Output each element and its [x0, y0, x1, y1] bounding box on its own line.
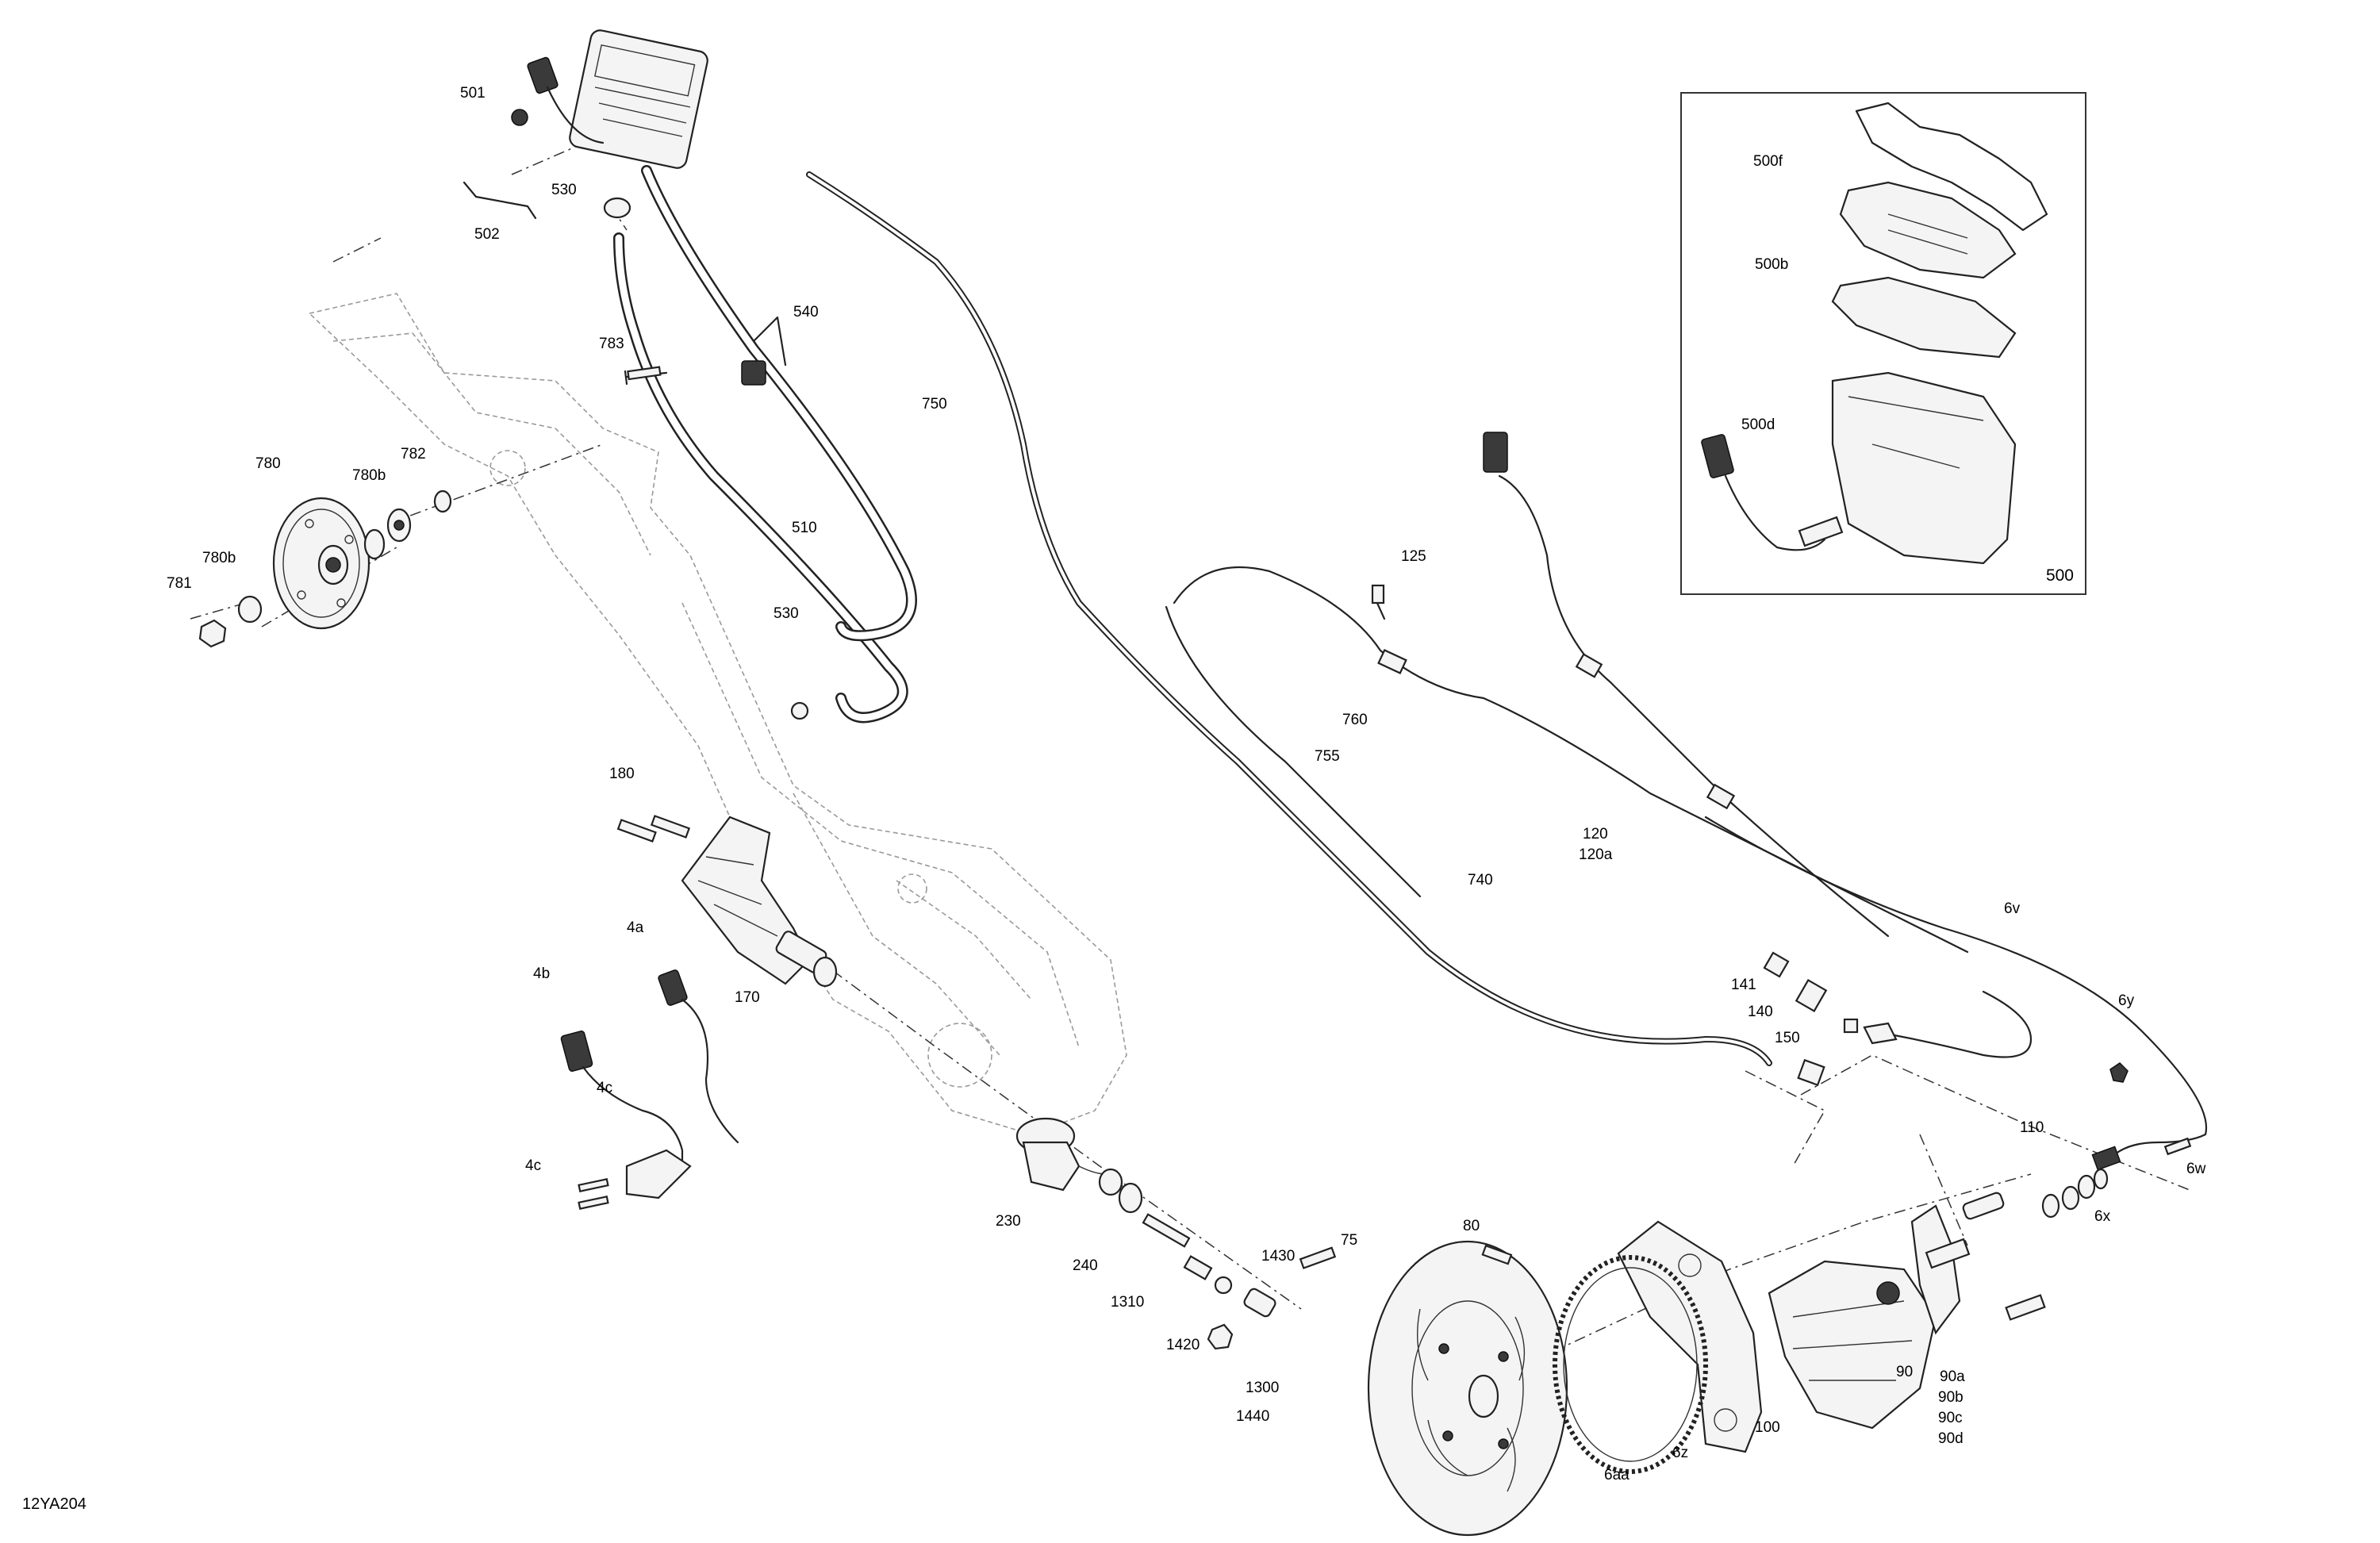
- callout-120: 120: [1583, 826, 1608, 843]
- callout-180: 180: [609, 766, 635, 782]
- pulley-assembly: [198, 366, 668, 648]
- callout-783: 783: [599, 336, 624, 352]
- callout-90c: 90c: [1938, 1410, 1963, 1426]
- callout-780: 780: [255, 455, 281, 472]
- callout-782: 782: [401, 446, 426, 463]
- fittings: [1763, 951, 1898, 1045]
- callout-780b-upper: 780b: [352, 467, 386, 484]
- callout-500f: 500f: [1753, 153, 1783, 170]
- master-cylinder: [616, 815, 838, 988]
- washers-6x: [2041, 1137, 2192, 1219]
- callout-4a: 4a: [627, 919, 644, 936]
- callout-6aa: 6aa: [1604, 1467, 1630, 1484]
- callout-6z: 6z: [1672, 1445, 1689, 1461]
- callout-4c-upper: 4c: [597, 1080, 613, 1096]
- callout-90d: 90d: [1938, 1430, 1964, 1447]
- callout-780b-lower: 780b: [202, 550, 236, 566]
- callout-1440: 1440: [1236, 1408, 1270, 1425]
- callout-755: 755: [1315, 748, 1340, 765]
- callout-141: 141: [1731, 977, 1756, 993]
- callout-1300: 1300: [1246, 1380, 1280, 1396]
- callout-90a: 90a: [1940, 1368, 1965, 1385]
- callout-75: 75: [1341, 1232, 1358, 1249]
- callout-6x: 6x: [2094, 1208, 2111, 1225]
- callout-4b: 4b: [533, 965, 551, 982]
- callout-1420: 1420: [1166, 1337, 1200, 1353]
- callout-110: 110: [2020, 1119, 2044, 1136]
- inset-500-parts: [1701, 102, 2048, 565]
- callout-4c-lower: 4c: [525, 1157, 542, 1174]
- control-unit-assembly: [463, 29, 917, 724]
- brake-disc: [1367, 1240, 1708, 1537]
- sensor-harness-left: [560, 969, 739, 1210]
- callout-1310: 1310: [1111, 1294, 1145, 1311]
- callout-530-mid: 530: [774, 605, 799, 622]
- callout-750: 750: [922, 396, 947, 413]
- callout-90b: 90b: [1938, 1389, 1964, 1406]
- callout-530-top: 530: [551, 182, 577, 198]
- callout-740: 740: [1468, 872, 1493, 889]
- callout-230: 230: [996, 1213, 1021, 1230]
- callout-500d: 500d: [1741, 416, 1775, 433]
- callout-170: 170: [735, 989, 760, 1006]
- callout-120a: 120a: [1579, 846, 1613, 863]
- callout-150: 150: [1775, 1030, 1800, 1046]
- callout-80: 80: [1463, 1218, 1480, 1234]
- push-rod-assembly: [1015, 1117, 1337, 1350]
- callout-502: 502: [474, 226, 500, 243]
- callout-6y: 6y: [2118, 992, 2135, 1009]
- assembly-lines: [190, 134, 2190, 1381]
- callout-500b: 500b: [1755, 256, 1789, 273]
- reference-code: 12YA204: [22, 1495, 86, 1513]
- callout-540: 540: [793, 304, 819, 320]
- callout-90: 90: [1896, 1364, 1914, 1380]
- callout-100: 100: [1755, 1419, 1780, 1436]
- callout-510: 510: [792, 520, 817, 536]
- callout-501: 501: [460, 85, 486, 102]
- callout-240: 240: [1073, 1257, 1098, 1274]
- callout-781: 781: [167, 575, 192, 592]
- brake-cable-740: [806, 171, 1825, 1087]
- inset-number: 500: [2045, 566, 2074, 585]
- callout-6v: 6v: [2004, 900, 2021, 917]
- callout-125: 125: [1401, 548, 1426, 565]
- harness-6v: [1704, 816, 2208, 1171]
- callout-1430: 1430: [1261, 1248, 1296, 1265]
- callout-760: 760: [1342, 712, 1368, 728]
- inset-frame: 500: [1680, 92, 2086, 595]
- caliper-assembly: [1617, 1192, 2046, 1453]
- callout-140: 140: [1748, 1004, 1773, 1020]
- swingarm-outline: [308, 293, 1127, 1135]
- callout-6w: 6w: [2186, 1161, 2206, 1177]
